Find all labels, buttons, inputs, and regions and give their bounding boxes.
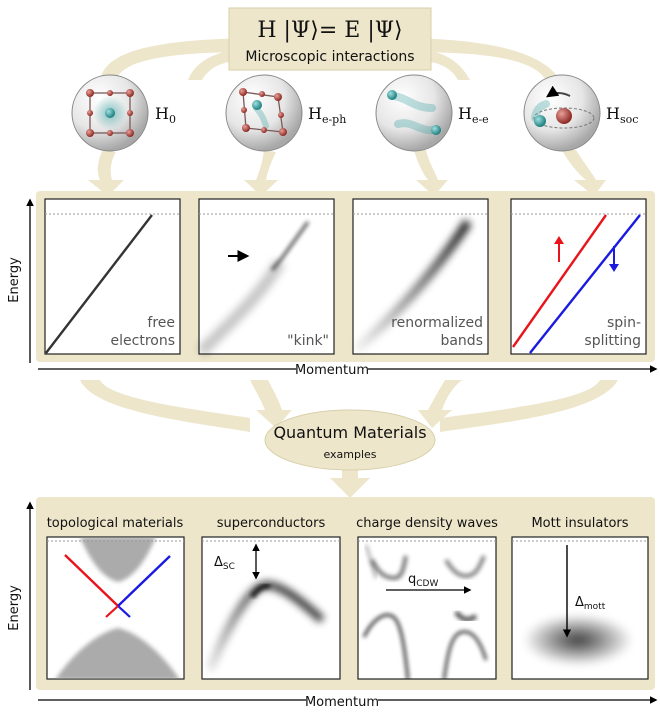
free-electrons-label-line1: free (147, 315, 175, 331)
arrow-flow-4 (440, 380, 618, 432)
spin-splitting-label-line1: spin- (607, 315, 641, 331)
topological-title: topological materials (47, 516, 184, 531)
arrow-center-down (330, 468, 370, 498)
kink-label: "kink" (287, 333, 329, 349)
lattice-icon (71, 74, 149, 152)
bottom-momentum-label-bg (306, 694, 378, 708)
hsoc-label: Hsoc (606, 104, 638, 126)
arrow-h0-down (88, 150, 124, 196)
cdw-wavevector-label: qCDW (408, 572, 438, 589)
bottom-panels (46, 536, 649, 680)
renormalized-label-line1: renormalized (391, 315, 483, 331)
superconductors-title: superconductors (217, 516, 326, 531)
center-ellipse (264, 409, 436, 471)
panel-cdw (357, 536, 497, 680)
arrow-flow-3 (418, 380, 462, 428)
bottom-momentum-label: Momentum (305, 695, 379, 710)
center-title: Quantum Materials (273, 423, 426, 442)
top-momentum-label: Momentum (295, 363, 369, 378)
panel-spin-splitting (510, 198, 647, 355)
mott-title: Mott insulators (531, 516, 628, 531)
bottom-energy-label: Energy (7, 585, 22, 631)
cdw-title: charge density waves (356, 516, 498, 531)
hee-label: He-e (458, 104, 489, 126)
header-subtitle: Microscopic interactions (245, 49, 414, 65)
panel-kink (196, 198, 335, 357)
panel-superconductors (201, 536, 341, 680)
top-panels (44, 198, 647, 357)
heph-label: He-ph (308, 104, 346, 126)
arc-h0 (100, 38, 250, 80)
electron-interaction-icon (375, 74, 453, 152)
arc-hsoc (410, 38, 560, 80)
bottom-panel-frame (36, 497, 655, 690)
flow-background (36, 38, 655, 690)
renormalized-label-line2: bands (440, 333, 483, 349)
mott-gap-label: Δmott (575, 595, 606, 612)
distorted-lattice-icon (225, 74, 303, 152)
panel-renormalized (352, 198, 489, 355)
center-subtitle: examples (323, 448, 376, 461)
free-electrons-label-line2: electrons (111, 333, 175, 349)
panel-free-electrons (44, 198, 181, 355)
top-energy-label: Energy (7, 257, 22, 303)
spin-orbit-icon (523, 74, 601, 152)
header-equation: H |Ψ⟩= E |Ψ⟩ (257, 18, 402, 43)
arrow-hee-down (414, 150, 448, 196)
spin-splitting-label-line2: splitting (584, 333, 641, 349)
arrow-flow-1 (80, 380, 250, 432)
h0-label: H0 (155, 104, 176, 126)
arrow-heph-down (244, 150, 278, 196)
panel-mott (511, 536, 649, 680)
top-momentum-label-bg (296, 362, 368, 376)
sc-gap-label: ΔSC (214, 555, 235, 572)
header-box (228, 7, 432, 71)
arrow-flow-2 (250, 380, 292, 428)
arrow-hsoc-down (562, 150, 606, 196)
panel-topological (46, 536, 185, 680)
top-panel-frame (36, 191, 655, 362)
